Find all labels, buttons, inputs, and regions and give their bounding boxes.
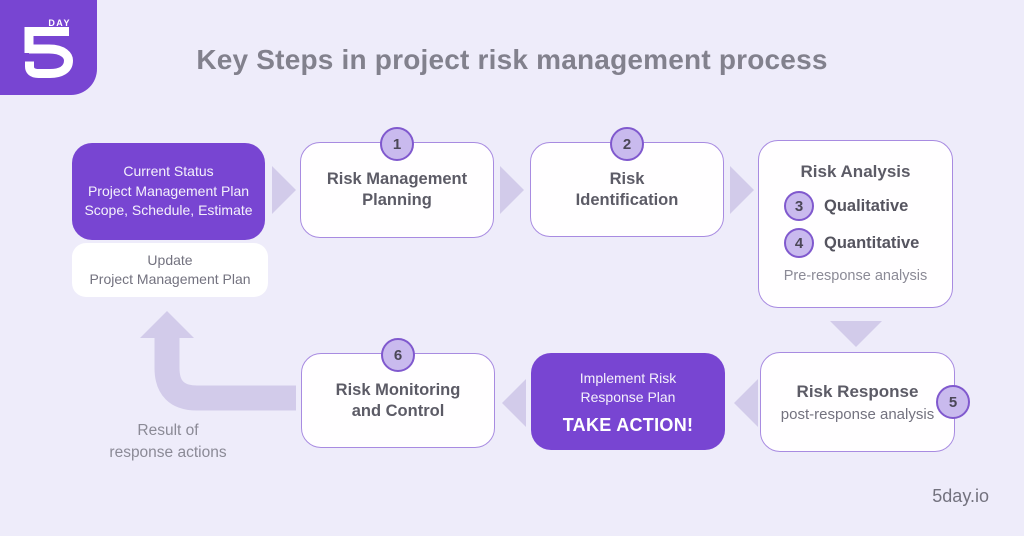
logo-5-glyph [25, 44, 74, 78]
analysis-row-quantitative: 4 Quantitative [784, 228, 952, 258]
step3-number-badge: 3 [784, 191, 814, 221]
brand-logo: DAY [0, 0, 97, 95]
arrow-right-icon [500, 166, 524, 214]
step2-label-line: Identification [575, 190, 679, 209]
risk-response-title: Risk Response [796, 381, 919, 401]
action-line: Implement Risk [579, 369, 677, 386]
status-line: Project Management Plan [87, 182, 250, 199]
step2-label-line: Risk [609, 169, 645, 188]
risk-response-box: Risk Response post-response analysis [760, 352, 955, 452]
take-action-cta: TAKE ACTION! [562, 414, 694, 435]
qualitative-label: Qualitative [824, 196, 909, 215]
action-line: Response Plan [580, 388, 676, 405]
footer-brand: 5day.io [932, 486, 989, 506]
update-line: Update [147, 251, 193, 268]
update-plan-box: Update Project Management Plan [72, 243, 268, 297]
step6-risk-monitoring-box: Risk Monitoring and Control [301, 353, 495, 448]
logo-5-icon: DAY [24, 18, 74, 78]
step1-label-line: Planning [362, 191, 432, 209]
step1-number-badge: 1 [380, 127, 414, 161]
page-title: Key Steps in project risk management pro… [196, 44, 828, 75]
arrow-right-icon [730, 166, 754, 214]
update-line: Project Management Plan [89, 271, 251, 287]
post-response-note: post-response analysis [780, 405, 935, 423]
status-line: Scope, Schedule, Estimate [84, 202, 253, 219]
arrow-up-icon [140, 311, 194, 338]
step1-label-line: Risk Management [326, 170, 468, 188]
step2-risk-identification-box: Risk Identification [530, 142, 724, 237]
current-status-box: Current Status Project Management Plan S… [72, 143, 265, 240]
logo-day-text: DAY [48, 18, 71, 28]
result-line: Result of [137, 422, 199, 439]
quantitative-label: Quantitative [824, 233, 920, 252]
step6-number-badge: 6 [381, 338, 415, 372]
arrow-left-icon [734, 379, 758, 427]
analysis-row-qualitative: 3 Qualitative [784, 191, 952, 221]
take-action-box: Implement Risk Response Plan TAKE ACTION… [531, 353, 725, 450]
feedback-elbow-arrow [154, 336, 296, 411]
risk-analysis-title: Risk Analysis [800, 162, 911, 181]
result-line: response actions [109, 444, 227, 461]
step6-label-line: Risk Monitoring [335, 380, 461, 399]
arrow-left-icon [502, 379, 526, 427]
risk-analysis-box: Risk Analysis 3 Qualitative 4 Quantitati… [758, 140, 953, 308]
arrow-right-icon [272, 166, 296, 214]
status-line: Current Status [123, 163, 214, 180]
step6-label-line: and Control [351, 401, 445, 420]
result-of-response-label: Result of response actions [88, 420, 248, 464]
step2-number-badge: 2 [610, 127, 644, 161]
arrow-down-icon [830, 321, 882, 347]
risk-analysis-rows: 3 Qualitative 4 Quantitative [759, 191, 952, 258]
pre-response-note: Pre-response analysis [783, 268, 928, 284]
step4-number-badge: 4 [784, 228, 814, 258]
step5-number-badge: 5 [936, 385, 970, 419]
